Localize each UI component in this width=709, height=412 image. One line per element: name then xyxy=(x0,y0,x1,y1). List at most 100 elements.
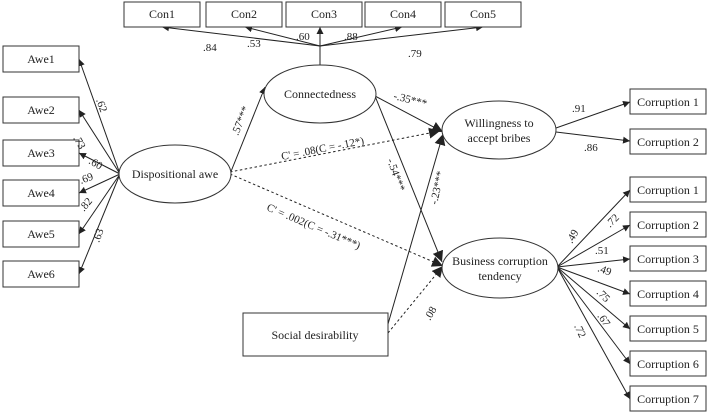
path-connectedness-con1 xyxy=(161,24,321,47)
path-business-bc4 xyxy=(556,266,631,295)
label-willingness-line1: Willingness to xyxy=(464,116,533,130)
coef-connectedness-to-willingness: -.35*** xyxy=(392,90,428,110)
coef-wc1: .91 xyxy=(572,103,586,115)
label-bc5: Corruption 5 xyxy=(637,322,699,336)
box-bc5 xyxy=(629,315,707,342)
label-awe1: Awe1 xyxy=(27,52,55,66)
box-wc2 xyxy=(629,128,707,155)
coef-wc2: .86 xyxy=(584,142,598,154)
path-connectedness-to-willingness xyxy=(374,95,444,133)
coef-bc6: .67 xyxy=(595,311,613,330)
path-business-bc7 xyxy=(556,266,631,400)
label-wc1: Corruption 1 xyxy=(637,95,699,109)
box-bc4 xyxy=(629,280,707,307)
box-awe3 xyxy=(2,139,80,167)
coef-bc7: .72 xyxy=(571,322,588,340)
coef-connectedness-to-business: -.54*** xyxy=(384,157,407,193)
path-social-to-business xyxy=(387,265,444,334)
path-business-bc6 xyxy=(556,266,631,365)
label-bc7: Corruption 7 xyxy=(637,392,699,406)
path-business-bc3 xyxy=(556,256,631,268)
coef-awe4: .69 xyxy=(78,171,95,187)
box-awe2 xyxy=(2,96,80,124)
label-bc1: Corruption 1 xyxy=(637,183,699,197)
coef-con2: .53 xyxy=(247,38,261,50)
box-wc1 xyxy=(629,88,707,115)
box-awe6 xyxy=(2,260,80,288)
label-business-line1: Business corruption xyxy=(452,254,548,268)
ellipse-dispositional-awe xyxy=(118,144,232,204)
path-connectedness-con2 xyxy=(244,25,321,47)
label-dispositional-awe: Dispositional awe xyxy=(132,167,218,181)
label-willingness-line2: accept bribes xyxy=(468,131,531,145)
coef-awe-to-connectedness: .57*** xyxy=(230,105,252,138)
coef-social-to-business: .08 xyxy=(422,304,440,322)
path-awe-to-business xyxy=(229,173,444,267)
box-con3 xyxy=(285,1,363,28)
coef-con3: .60 xyxy=(296,31,310,43)
coef-awe-to-business: C' = .002(C = -.31***) xyxy=(265,202,363,252)
coef-awe1: .62 xyxy=(93,97,109,114)
path-awe-to-willingness xyxy=(229,127,441,173)
coef-awe6: .63 xyxy=(91,227,107,244)
coef-bc3: .51 xyxy=(595,245,609,257)
label-con1: Con1 xyxy=(149,7,175,21)
box-con4 xyxy=(364,1,442,28)
path-willingness-wc2 xyxy=(555,131,631,144)
coef-awe5: .82 xyxy=(77,196,95,214)
path-willingness-wc1 xyxy=(555,101,631,129)
coef-con1: .84 xyxy=(203,42,217,54)
label-bc3: Corruption 3 xyxy=(637,252,699,266)
path-awe-to-connectedness xyxy=(229,86,266,175)
ellipse-business xyxy=(441,237,559,299)
box-awe5 xyxy=(2,220,80,248)
coef-bc5: .75 xyxy=(594,287,613,306)
box-bc7 xyxy=(629,385,707,412)
box-con1 xyxy=(123,1,201,28)
label-awe3: Awe3 xyxy=(27,146,55,160)
path-awe-awe3 xyxy=(78,152,121,175)
label-con5: Con5 xyxy=(470,7,496,21)
ellipse-willingness xyxy=(441,100,557,160)
box-awe1 xyxy=(2,45,80,73)
box-con2 xyxy=(205,1,283,28)
path-business-bc1 xyxy=(556,189,631,268)
box-bc2 xyxy=(629,211,707,238)
label-awe5: Awe5 xyxy=(27,227,55,241)
path-awe-awe4 xyxy=(78,173,121,194)
coef-con4: .88 xyxy=(344,31,358,43)
label-awe6: Awe6 xyxy=(27,267,55,281)
label-social-desirability: Social desirability xyxy=(272,328,359,342)
coef-awe-to-willingness: C' = .08(C = -.12*) xyxy=(280,135,365,163)
label-con4: Con4 xyxy=(390,7,416,21)
path-connectedness-con4 xyxy=(319,25,403,47)
label-business-line2: tendency xyxy=(478,269,521,283)
label-awe4: Awe4 xyxy=(27,186,55,200)
label-wc2: Corruption 2 xyxy=(637,135,699,149)
path-social-to-willingness xyxy=(387,133,446,325)
path-awe-awe2 xyxy=(78,109,121,175)
label-bc6: Corruption 6 xyxy=(637,357,699,371)
box-bc1 xyxy=(629,176,707,203)
box-bc6 xyxy=(629,350,707,377)
path-awe-awe6 xyxy=(78,173,121,275)
path-awe-awe1 xyxy=(78,58,121,175)
label-bc2: Corruption 2 xyxy=(637,218,699,232)
label-connectedness: Connectedness xyxy=(284,87,356,101)
label-bc4: Corruption 4 xyxy=(637,287,699,301)
path-business-bc5 xyxy=(556,266,631,330)
label-con2: Con2 xyxy=(231,7,257,21)
path-connectedness-to-business xyxy=(374,95,443,263)
coef-con5: .79 xyxy=(408,48,422,60)
coef-bc4: .49 xyxy=(596,263,613,279)
coef-bc1: .49 xyxy=(564,227,582,245)
label-awe2: Awe2 xyxy=(27,103,55,117)
box-bc3 xyxy=(629,245,707,272)
path-awe-awe5 xyxy=(78,173,121,235)
box-awe4 xyxy=(2,179,80,207)
ellipse-connectedness xyxy=(263,64,377,124)
box-social-desirability xyxy=(242,312,389,357)
box-con5 xyxy=(444,1,522,28)
label-con3: Con3 xyxy=(311,7,337,21)
